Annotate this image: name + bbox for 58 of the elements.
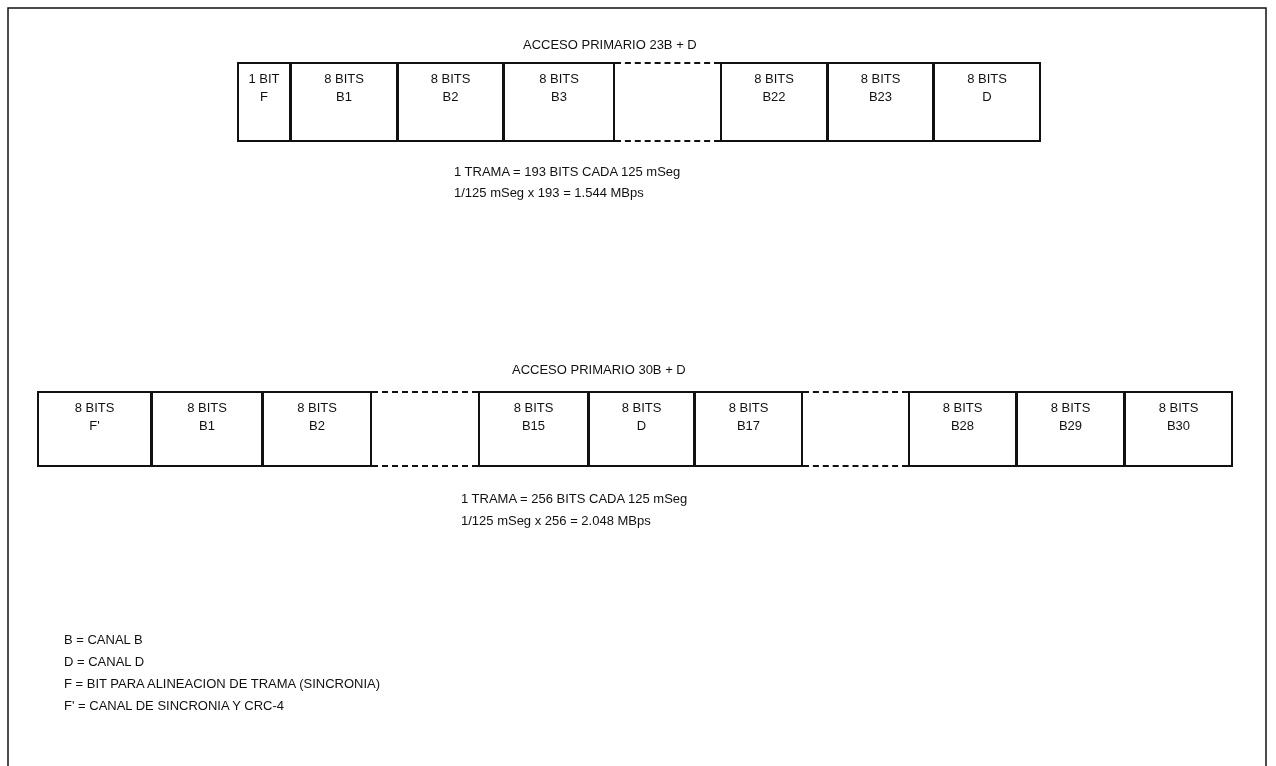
bit-count-text: 8 BITS [513,399,554,417]
frame-field [503,62,615,142]
legend-note: B = CANAL B [64,632,143,647]
bit-count-text: 1 BIT [248,70,280,88]
bit-count-text: 8 BITS [430,70,471,88]
frame-field [1124,391,1233,467]
frame-field [37,391,152,467]
frame-field [237,62,291,142]
channel-name-text: B23 [868,88,893,106]
bit-rate-formula: 1/125 mSeg x 193 = 1.544 MBps [454,185,644,200]
frame-field [933,62,1041,142]
bit-count-text: 8 BITS [324,70,364,88]
frame-field [827,62,934,142]
channel-name-text: B29 [1058,417,1083,435]
frame-field [588,391,695,467]
frame-field [151,391,263,467]
channel-name-text: B30 [1166,417,1191,435]
bit-count-text: 8 BITS [621,399,662,417]
channel-name-text: B22 [762,88,786,106]
bit-count-text: 8 BITS [967,70,1007,88]
channel-name-text: B1 [199,417,215,435]
channel-name-text: B15 [521,417,546,435]
frame-field [908,391,1017,467]
channel-name-text: B17 [736,417,761,435]
channel-name-text: D [636,417,647,435]
legend-note: F = BIT PARA ALINEACION DE TRAMA (SINCRONIA) [64,676,381,691]
frame-field [262,391,372,467]
bit-count-text: 8 BITS [74,399,115,417]
frame-field [694,391,803,467]
legend-note: F' = CANAL DE SINCRONIA Y CRC-4 [64,698,285,713]
bit-rate-formula: 1/125 mSeg x 256 = 2.048 MBps [461,513,651,528]
channel-name-text: B28 [950,417,975,435]
bit-count-text: 8 BITS [860,70,901,88]
bit-count-text: 8 BITS [728,399,769,417]
bit-count-text: 8 BITS [539,70,579,88]
legend-note: D = CANAL D [64,654,145,669]
channel-name-text: B2 [309,417,325,435]
channel-name-text: B3 [551,88,567,106]
bit-count-text: 8 BITS [297,399,337,417]
channel-name-text: F' [89,417,100,435]
bit-count-text: 8 BITS [942,399,983,417]
frame-heading: ACCESO PRIMARIO 23B + D [523,37,697,52]
bit-count-text: 8 BITS [1050,399,1091,417]
channel-name-text: B2 [442,88,459,106]
frame-field [290,62,398,142]
bit-count-text: 8 BITS [1158,399,1199,417]
frame-field [397,62,504,142]
channel-name-text: F [260,88,268,106]
frame-rate-text: 1 TRAMA = 256 BITS CADA 125 mSeg [461,491,688,506]
frame-field [720,62,828,142]
bit-count-text: 8 BITS [187,399,227,417]
bit-count-text: 8 BITS [754,70,794,88]
channel-name-text: D [982,88,992,106]
frame-rate-text: 1 TRAMA = 193 BITS CADA 125 mSeg [454,164,681,179]
frame-heading: ACCESO PRIMARIO 30B + D [512,362,686,377]
frame-field [478,391,589,467]
channel-name-text: B1 [336,88,352,106]
frame-field [1016,391,1125,467]
